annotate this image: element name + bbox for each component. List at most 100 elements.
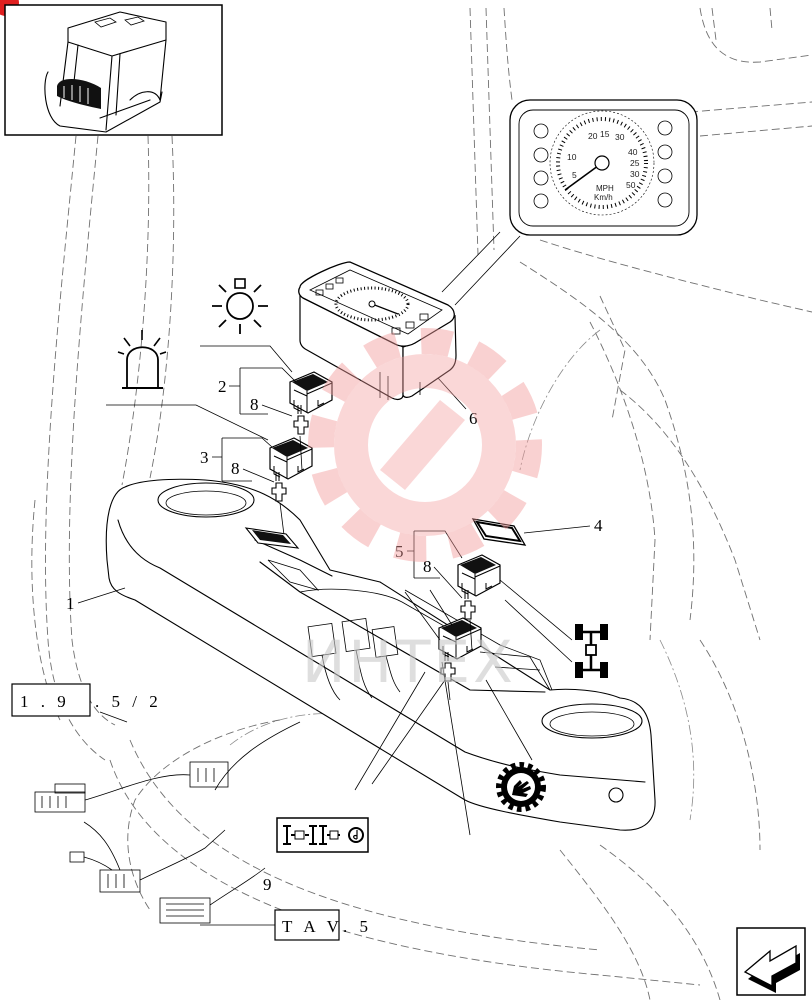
gauge-scale-label: 15 — [600, 129, 610, 139]
right-cup-holder — [541, 703, 643, 739]
warning-lamp — [657, 192, 673, 208]
cover-plate-4 — [471, 518, 527, 546]
console-leader — [77, 587, 126, 604]
4wd-wheel — [600, 662, 608, 678]
harness-connector-ribs — [166, 903, 204, 917]
callout-1[interactable]: 1 — [66, 594, 75, 613]
cab-centre-line — [659, 639, 695, 821]
callout-8[interactable]: 8 — [423, 557, 432, 576]
harness-connector — [341, 618, 371, 652]
console — [105, 478, 656, 831]
callout-6[interactable]: 6 — [469, 409, 478, 428]
harness-connector — [371, 626, 399, 658]
callout-2[interactable]: 2 — [218, 377, 227, 396]
next-page-arrow-icon[interactable] — [736, 927, 806, 996]
cab-post-line — [469, 7, 479, 256]
connector-c-leader — [433, 566, 463, 599]
harness-wire — [321, 649, 401, 701]
work-light-icon — [212, 278, 268, 334]
4wd-wheel — [600, 624, 608, 640]
pto-leader — [441, 661, 533, 836]
cover-plate-edge — [474, 520, 522, 543]
gauge-scale-label: 40 — [628, 147, 638, 157]
right-warning-lamps — [657, 120, 673, 208]
harness-wire — [83, 721, 301, 906]
harness-connector-ribs — [197, 768, 215, 782]
four-wd-leader — [499, 579, 573, 663]
callout-8[interactable]: 8 — [231, 459, 240, 478]
thumbnail-pillars — [59, 39, 167, 131]
speedometer-tick-ring — [556, 117, 648, 209]
callout-5[interactable]: 5 — [395, 542, 404, 561]
callout-9[interactable]: 9 — [263, 875, 272, 894]
warning-lamp — [657, 144, 673, 160]
work-light-switch-bracket — [229, 367, 297, 415]
reference-leader — [99, 711, 128, 723]
cab-post-line — [485, 7, 495, 251]
speedometer-hub — [594, 155, 610, 171]
cab-floor-line — [559, 849, 651, 1000]
cluster-hub — [368, 300, 376, 308]
cluster-lamp — [325, 283, 334, 290]
harness-connector — [189, 761, 229, 788]
reference-suffix: . 5 / 2 — [95, 692, 162, 711]
gauge-scale-label: 25 — [630, 158, 640, 168]
callout-8[interactable]: 8 — [250, 395, 259, 414]
wiring-harness — [34, 721, 301, 924]
gauge-scale-label: 30 — [615, 132, 625, 142]
callout-3[interactable]: 3 — [200, 448, 209, 467]
reference-box[interactable] — [274, 909, 340, 941]
right-cup-holder-inner — [549, 711, 635, 737]
harness-connector — [307, 623, 337, 657]
symbol-strip-box — [329, 830, 339, 840]
reference-box-text: T A V — [282, 917, 343, 936]
left-cup-holder-inner — [165, 490, 247, 516]
warning-lamp — [533, 193, 549, 209]
gauge-unit-kmh: Km/h — [594, 193, 613, 202]
4wd-wheel — [575, 624, 583, 640]
cluster-dial-ticks — [334, 286, 410, 322]
cab-dash-line — [599, 295, 626, 421]
speedometer-inset: 10 20 15 30 40 25 30 50 5 MPH Km/h — [509, 99, 698, 236]
harness-connector — [99, 869, 141, 893]
thumbnail-body — [44, 71, 163, 133]
cluster-right-face — [402, 314, 457, 398]
nav-arrow — [743, 944, 797, 988]
cab-centre-line — [519, 329, 601, 471]
cab-roof-line — [689, 101, 812, 113]
cluster-needle — [371, 303, 399, 315]
cab-pillar-line — [121, 135, 150, 486]
reference-tav-5[interactable]: T A V . 5 — [200, 909, 372, 941]
callout-4[interactable]: 4 — [594, 516, 603, 535]
left-cup-holder — [157, 482, 255, 518]
beacon-dome — [126, 346, 159, 387]
blank-cover-plate — [244, 527, 300, 549]
cluster-lamp — [335, 277, 344, 284]
console-recess — [254, 539, 546, 693]
thumbnail-frame — [4, 4, 223, 136]
four-wd-switch-bracket — [407, 530, 463, 579]
symbol-strip-glyphs — [283, 825, 340, 845]
gauge-scale-label: 20 — [588, 131, 598, 141]
cover-plate-leader — [523, 525, 591, 534]
beacon-leader — [106, 404, 269, 441]
symbol-strip-leader — [354, 671, 446, 791]
warning-lamp — [657, 168, 673, 184]
gear-hand-icon — [496, 762, 546, 812]
reference-box[interactable] — [11, 683, 91, 717]
cluster-leader — [437, 377, 467, 410]
reference-1-9-5-2[interactable]: 1 . 9 . 5 / 2 — [11, 683, 162, 723]
cab-thumbnail — [4, 4, 223, 136]
speedometer-inner-frame — [518, 109, 690, 227]
gauge-scale-label: 50 — [626, 180, 636, 190]
four-wd-switch — [457, 554, 501, 597]
speedometer-needle — [564, 162, 603, 191]
harness-connector — [34, 791, 86, 813]
gauge-scale-label: 5 — [572, 170, 577, 180]
cover-plate-body — [471, 518, 527, 546]
speedometer-dial — [549, 110, 655, 216]
work-light-switch — [289, 371, 333, 414]
cab-floor-line — [129, 739, 601, 951]
four-wheel-drive-icon — [575, 624, 608, 678]
gauge-scale-label: 10 — [567, 152, 577, 162]
